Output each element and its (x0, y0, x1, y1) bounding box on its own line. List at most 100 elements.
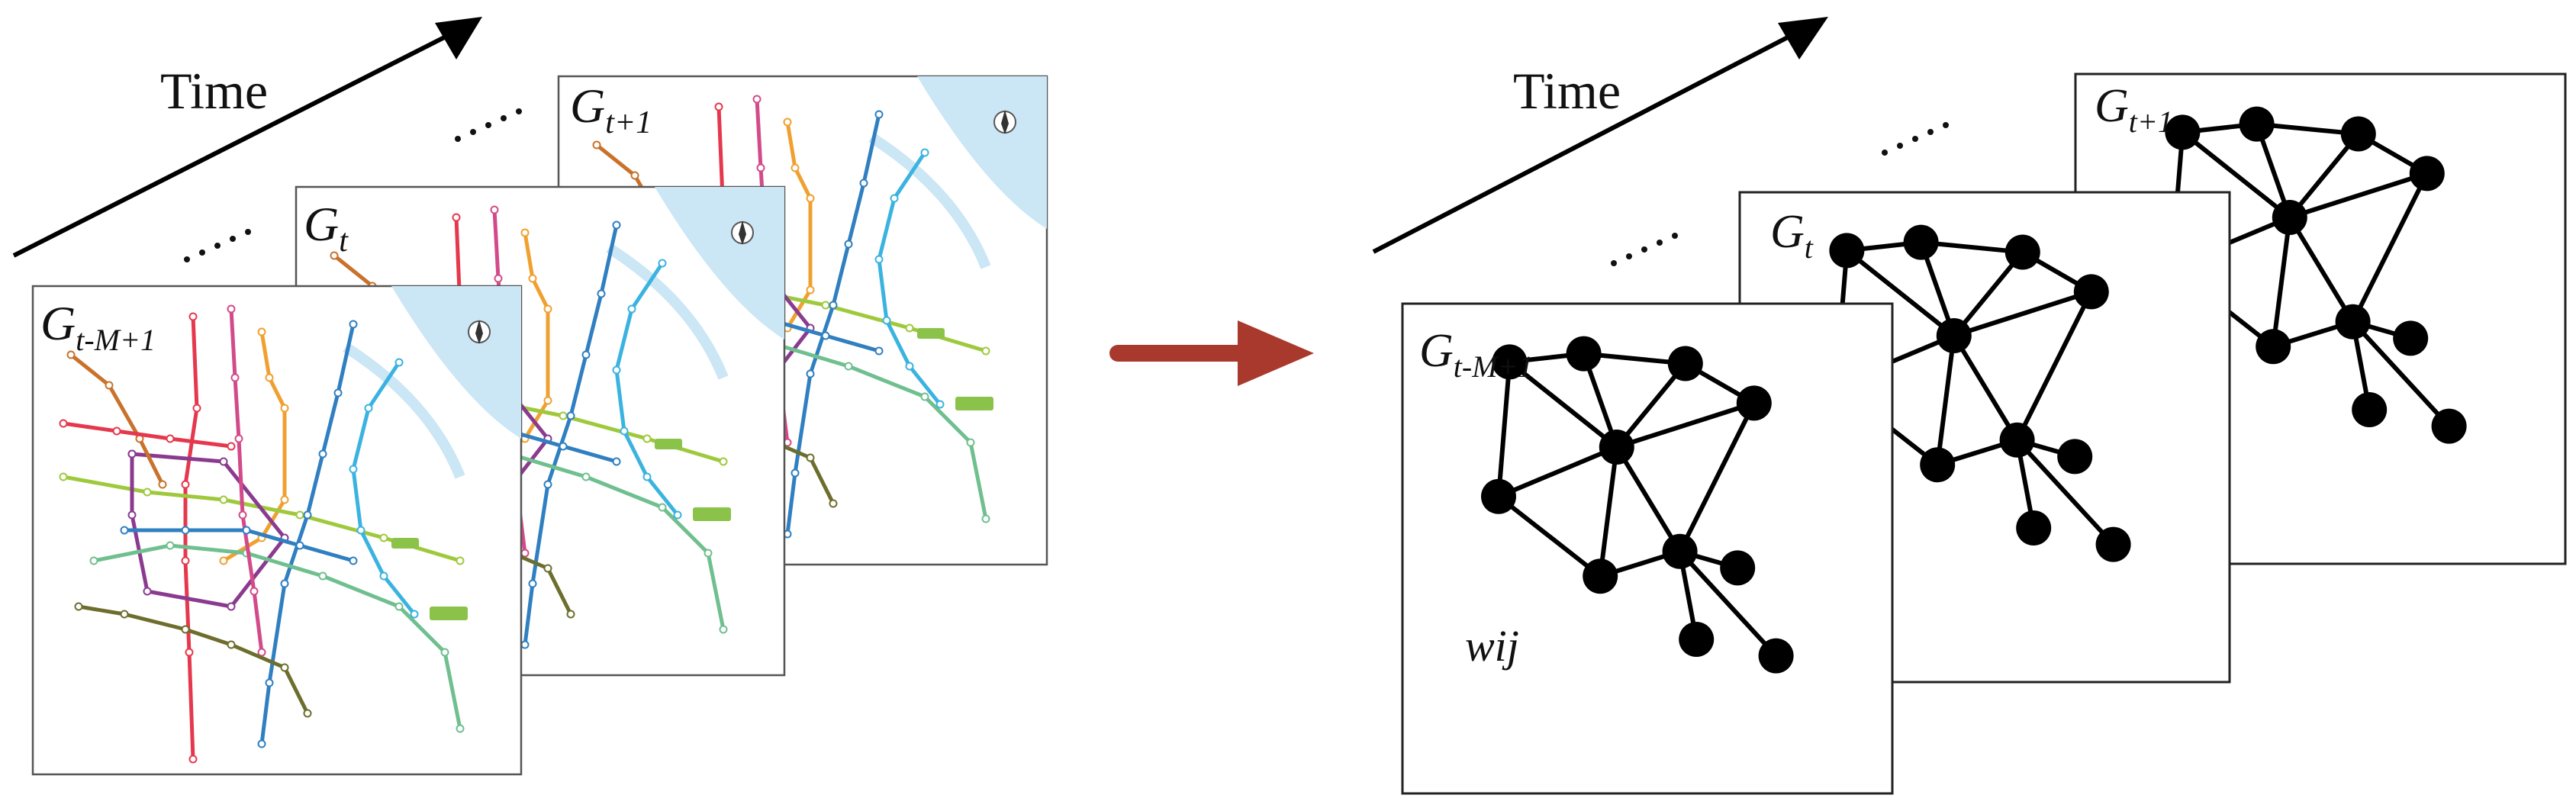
water-area (917, 76, 1047, 229)
graph-node (1667, 346, 1703, 381)
metro-station (66, 350, 76, 359)
graph-node (2073, 274, 2109, 310)
metro-station (627, 304, 636, 314)
graph-node (1903, 224, 1939, 260)
metro-station (658, 259, 667, 268)
graph-node (1720, 550, 1756, 586)
graph-node (2352, 392, 2388, 427)
graph-node (2431, 408, 2467, 444)
metro-station (981, 514, 990, 523)
metro-station (520, 640, 530, 649)
river (343, 343, 465, 479)
right-time-label: Time (1513, 62, 1621, 120)
metro-station (612, 220, 621, 230)
metro-station (719, 625, 728, 634)
metro-station (394, 358, 404, 367)
metro-station (559, 411, 568, 420)
metro-station (719, 457, 728, 466)
metro-line (877, 150, 942, 407)
metro-station (127, 510, 137, 520)
left-time-label: Time (160, 62, 268, 120)
right-ellipsis-top (1882, 122, 1949, 156)
metro-station (333, 388, 343, 397)
metro-station (318, 449, 327, 459)
metro-station (791, 468, 800, 478)
metro-line (351, 360, 417, 616)
metro-station (242, 526, 251, 535)
graph-node (2016, 510, 2052, 545)
graph-node (1599, 430, 1634, 465)
metro-station (349, 556, 358, 565)
metro-station (394, 602, 404, 611)
metro-station (105, 381, 114, 390)
graph-node (1679, 622, 1715, 657)
metro-station (543, 480, 552, 489)
metro-map-front (59, 286, 521, 764)
edge-weight-label: wij (1465, 621, 1519, 671)
metro-station (597, 289, 606, 298)
graph-node (2272, 200, 2307, 235)
metro-station (181, 556, 190, 565)
graph-node (1736, 385, 1772, 421)
metro-station (227, 602, 236, 611)
graph-node (1481, 478, 1516, 514)
metro-station (295, 541, 304, 550)
metro-station (905, 362, 914, 371)
metro-station (844, 240, 853, 249)
metro-station (806, 285, 815, 294)
graph-label-mid: Gt (1770, 206, 1814, 265)
metro-station (543, 396, 552, 405)
metro-station (349, 465, 358, 474)
metro-station (280, 495, 289, 504)
metro-station (806, 369, 815, 378)
metro-station (143, 488, 152, 497)
graph-edge (2350, 171, 2429, 324)
graph-node (2057, 439, 2093, 475)
metro-station (303, 709, 312, 718)
map-tag (655, 439, 682, 449)
metro-station (349, 320, 358, 329)
metro-line (614, 261, 680, 517)
left-time-arrowhead (435, 17, 482, 60)
metro-station (581, 472, 591, 481)
metro-station (181, 526, 190, 535)
metro-station (295, 510, 304, 520)
metro-station (630, 171, 639, 180)
graph-node (2004, 234, 2040, 270)
left-time-axis: Time (12, 17, 482, 258)
graph-node (1829, 233, 1865, 269)
metro-station (330, 251, 339, 260)
metro-station (806, 194, 815, 203)
graph-front (1481, 336, 1794, 674)
graph-edge (2014, 437, 2116, 547)
metro-station (112, 426, 121, 436)
metro-station (642, 434, 652, 443)
metro-station (966, 438, 975, 447)
metro-station (158, 480, 167, 489)
graph-edge (1844, 248, 1956, 338)
metro-station (612, 457, 621, 466)
graph-edge (1496, 359, 1512, 499)
metro-station (859, 179, 868, 188)
frame-label-back: Gt+1 (570, 79, 652, 140)
graph-node (1758, 638, 1794, 674)
graph-node (1492, 344, 1528, 380)
metro-station (756, 163, 765, 172)
graph-node (2256, 329, 2291, 365)
metro-station (494, 274, 503, 283)
metro-station (74, 602, 83, 611)
metro-line (183, 314, 199, 761)
water-area (655, 187, 784, 340)
metro-station (520, 228, 530, 237)
graph-node (2409, 156, 2445, 191)
metro-station (143, 587, 152, 596)
graph-label-front: Gt-M+1 (1419, 325, 1534, 384)
metro-station (379, 533, 388, 542)
metro-station (280, 404, 289, 413)
metro-station (874, 346, 884, 356)
graph-node (2095, 526, 2131, 562)
graph-frame-front: Gt-M+1 wij (1401, 302, 1894, 795)
compass-icon (468, 320, 491, 344)
metro-station (257, 327, 266, 336)
